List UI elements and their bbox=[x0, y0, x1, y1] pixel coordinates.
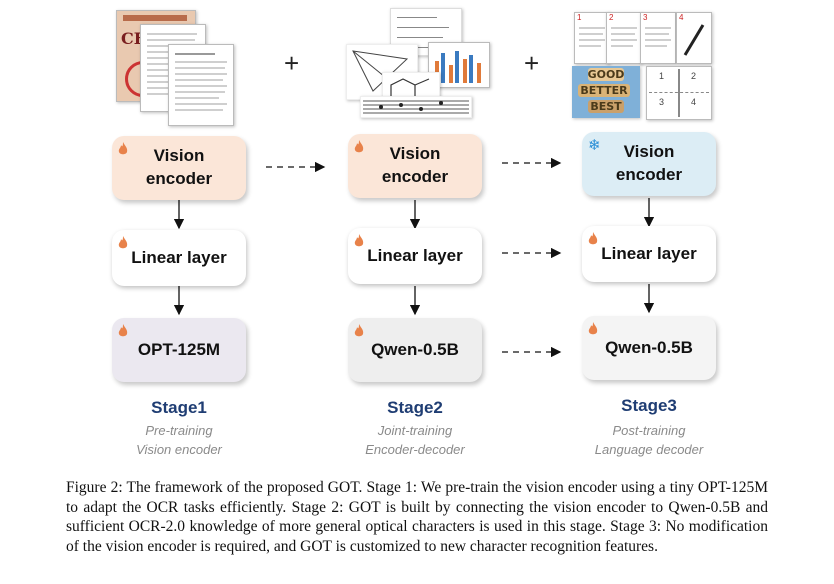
flame-icon bbox=[588, 322, 598, 335]
snowflake-icon: ❄ bbox=[588, 137, 601, 154]
language-model-label: Qwen-0.5B bbox=[605, 337, 693, 357]
signpost-thumbnail: GOOD BETTER BEST bbox=[572, 66, 640, 118]
vision-encoder-label: Vision encoder bbox=[145, 146, 213, 188]
linear-layer-label: Linear layer bbox=[131, 247, 227, 267]
plus-sign: + bbox=[284, 48, 300, 78]
sign-word: BEST bbox=[588, 100, 624, 113]
vision-encoder-box: Vision encoder bbox=[348, 134, 482, 198]
linear-layer-box: Linear layer bbox=[348, 228, 482, 284]
multi-page-thumbnail: 3 bbox=[640, 12, 676, 64]
language-model-box: Qwen-0.5B bbox=[582, 316, 716, 380]
grid-document-thumbnail: 1 2 3 4 bbox=[646, 66, 712, 120]
grid-number: 2 bbox=[691, 71, 697, 81]
stage-subtitle-line1: Post-training bbox=[612, 423, 686, 438]
stage-title: Stage1 bbox=[151, 398, 207, 417]
vision-encoder-label: Vision encoder bbox=[381, 144, 449, 186]
linear-layer-box: Linear layer bbox=[582, 226, 716, 282]
page-number: 2 bbox=[609, 13, 614, 22]
page-number: 4 bbox=[679, 13, 684, 22]
language-model-box: OPT-125M bbox=[112, 318, 246, 382]
grid-number: 4 bbox=[691, 97, 697, 107]
flame-icon bbox=[118, 324, 128, 337]
flame-icon bbox=[118, 236, 128, 249]
stage-title: Stage2 bbox=[387, 398, 443, 417]
vision-encoder-box: Vision encoder bbox=[112, 136, 246, 200]
sign-word: GOOD bbox=[587, 68, 625, 81]
flame-icon bbox=[118, 142, 128, 155]
stage-title: Stage3 bbox=[621, 396, 677, 415]
grid-number: 3 bbox=[659, 97, 665, 107]
sign-word: BETTER bbox=[578, 84, 630, 97]
multi-page-thumbnail: 4 bbox=[676, 12, 712, 64]
multi-page-thumbnail: 1 bbox=[574, 12, 610, 64]
sheet-music-thumbnail bbox=[360, 96, 472, 118]
stage-subtitle-line1: Joint-training bbox=[377, 423, 453, 438]
linear-layer-label: Linear layer bbox=[601, 243, 697, 263]
flame-icon bbox=[354, 324, 364, 337]
flame-icon bbox=[354, 140, 364, 153]
flame-icon bbox=[588, 232, 598, 245]
poster-text: CE bbox=[121, 29, 146, 48]
bar-chart-thumbnail bbox=[428, 42, 490, 88]
vision-encoder-box: ❄ Vision encoder bbox=[582, 132, 716, 196]
linear-layer-label: Linear layer bbox=[367, 245, 463, 265]
document-page-thumbnail bbox=[168, 44, 234, 126]
plus-sign: + bbox=[524, 48, 540, 78]
language-model-label: OPT-125M bbox=[137, 339, 221, 359]
stage-subtitle-line2: Vision encoder bbox=[136, 442, 222, 457]
grid-number: 1 bbox=[659, 71, 665, 81]
stage-subtitle-line2: Language decoder bbox=[594, 442, 704, 457]
vision-encoder-label: Vision encoder bbox=[615, 142, 683, 184]
flame-icon bbox=[354, 234, 364, 247]
figure-caption: Figure 2: The framework of the proposed … bbox=[66, 479, 768, 555]
linear-layer-box: Linear layer bbox=[112, 230, 246, 286]
language-model-box: Qwen-0.5B bbox=[348, 318, 482, 382]
stage-subtitle-line1: Pre-training bbox=[145, 423, 213, 438]
page-number: 1 bbox=[577, 13, 582, 22]
stage-subtitle-line2: Encoder-decoder bbox=[365, 442, 465, 457]
language-model-label: Qwen-0.5B bbox=[371, 339, 459, 359]
page-number: 3 bbox=[643, 13, 648, 22]
